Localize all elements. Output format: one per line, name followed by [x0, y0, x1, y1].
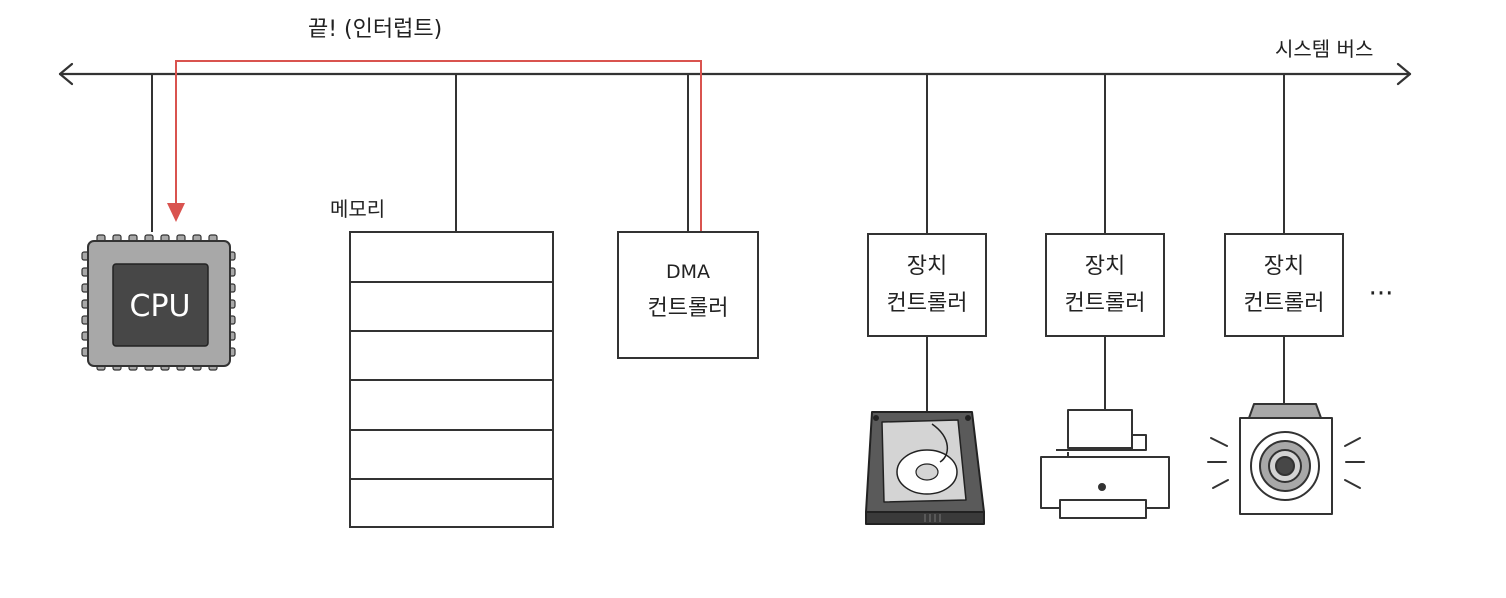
bus-connectors [151, 74, 1285, 234]
speaker-icon [1207, 403, 1365, 515]
dma-controller-title: DMA [666, 261, 710, 283]
more-devices-ellipsis: ··· [1369, 279, 1394, 309]
device-controller-subtitle: 컨트롤러 [1065, 291, 1146, 316]
device-controller-box [1045, 233, 1165, 337]
printer-icon [1040, 409, 1170, 519]
cpu-label: CPU [130, 289, 191, 324]
cpu-chip [81, 234, 236, 371]
device-controller-title: 장치 [1085, 254, 1125, 279]
interrupt-signal [175, 60, 702, 232]
device-controller-subtitle: 컨트롤러 [887, 291, 968, 316]
dma-controller-box [617, 231, 759, 359]
system-bus-label: 시스템 버스 [1275, 37, 1373, 61]
dma-controller-subtitle: 컨트롤러 [648, 296, 729, 321]
device-connectors [926, 336, 1285, 420]
device-controller-title: 장치 [1264, 254, 1304, 279]
hard-disk-icon [865, 411, 985, 525]
device-controller-box [1224, 233, 1344, 337]
interrupt-label: 끝! (인터럽트) [308, 17, 442, 42]
system-bus [58, 62, 1412, 86]
interrupt-arrowhead-icon [167, 203, 185, 222]
device-controller-subtitle: 컨트롤러 [1244, 291, 1325, 316]
device-controller-box [867, 233, 987, 337]
memory-label: 메모리 [330, 197, 385, 221]
memory-block [349, 231, 554, 528]
device-controller-title: 장치 [907, 254, 947, 279]
